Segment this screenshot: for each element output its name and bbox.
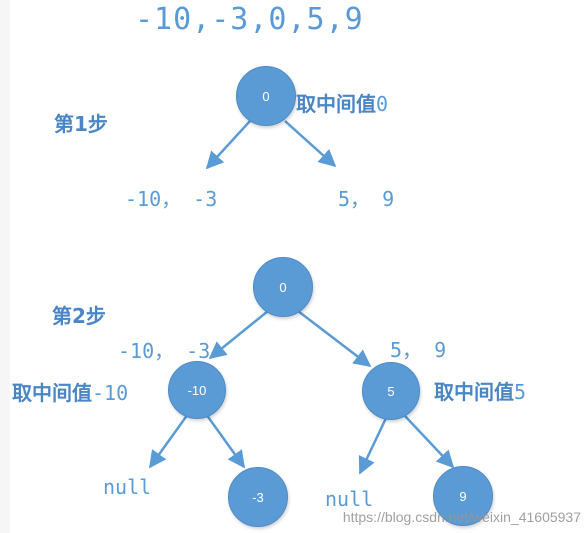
step2-root-node: 0 bbox=[253, 257, 313, 317]
step2-left-group: -10， -3 bbox=[118, 339, 211, 363]
neg10-null-label: null bbox=[103, 475, 152, 499]
arrow-root-right bbox=[297, 310, 372, 368]
arrow-five-left bbox=[358, 415, 389, 475]
five-take-mid-label: 取中间值5 bbox=[434, 376, 526, 405]
five-take-mid-prefix: 取中间值 bbox=[434, 380, 514, 404]
step1-root-node: 0 bbox=[236, 66, 296, 126]
five-take-mid-value: 5 bbox=[514, 380, 527, 404]
arrow-root-left bbox=[208, 310, 269, 360]
step2-label: 第2步 bbox=[52, 304, 106, 328]
arrow-step1-left bbox=[205, 120, 251, 170]
arrow-neg10-left bbox=[148, 413, 190, 469]
nine-node: 9 bbox=[433, 466, 493, 526]
left-edge-strip bbox=[0, 0, 10, 533]
neg10-take-mid-label: 取中间值-10 bbox=[12, 377, 128, 406]
step2-right-group: 5， 9 bbox=[390, 338, 447, 362]
arrow-step1-right bbox=[284, 120, 337, 168]
five-node: 5 bbox=[362, 362, 420, 420]
arrow-neg10-right bbox=[204, 413, 246, 469]
step1-take-mid-label: 取中间值0 bbox=[296, 88, 388, 117]
step1-take-mid-prefix: 取中间值 bbox=[296, 92, 376, 116]
step1-take-mid-value: 0 bbox=[376, 92, 389, 116]
step1-label: 第1步 bbox=[54, 112, 108, 136]
neg10-take-mid-value: -10 bbox=[92, 381, 129, 405]
watermark-url: https://blog.csdn.net/weixin_41605937 bbox=[342, 509, 581, 525]
step1-left-group: -10， -3 bbox=[125, 187, 218, 211]
neg10-take-mid-prefix: 取中间值 bbox=[12, 381, 92, 405]
neg3-node: -3 bbox=[228, 467, 288, 527]
five-null-label: null bbox=[325, 487, 374, 511]
step1-right-group: 5， 9 bbox=[338, 187, 395, 211]
sorted-array-label: -10,-3,0,5,9 bbox=[135, 2, 364, 37]
arrow-five-right bbox=[404, 415, 455, 469]
neg10-node: -10 bbox=[168, 361, 226, 419]
